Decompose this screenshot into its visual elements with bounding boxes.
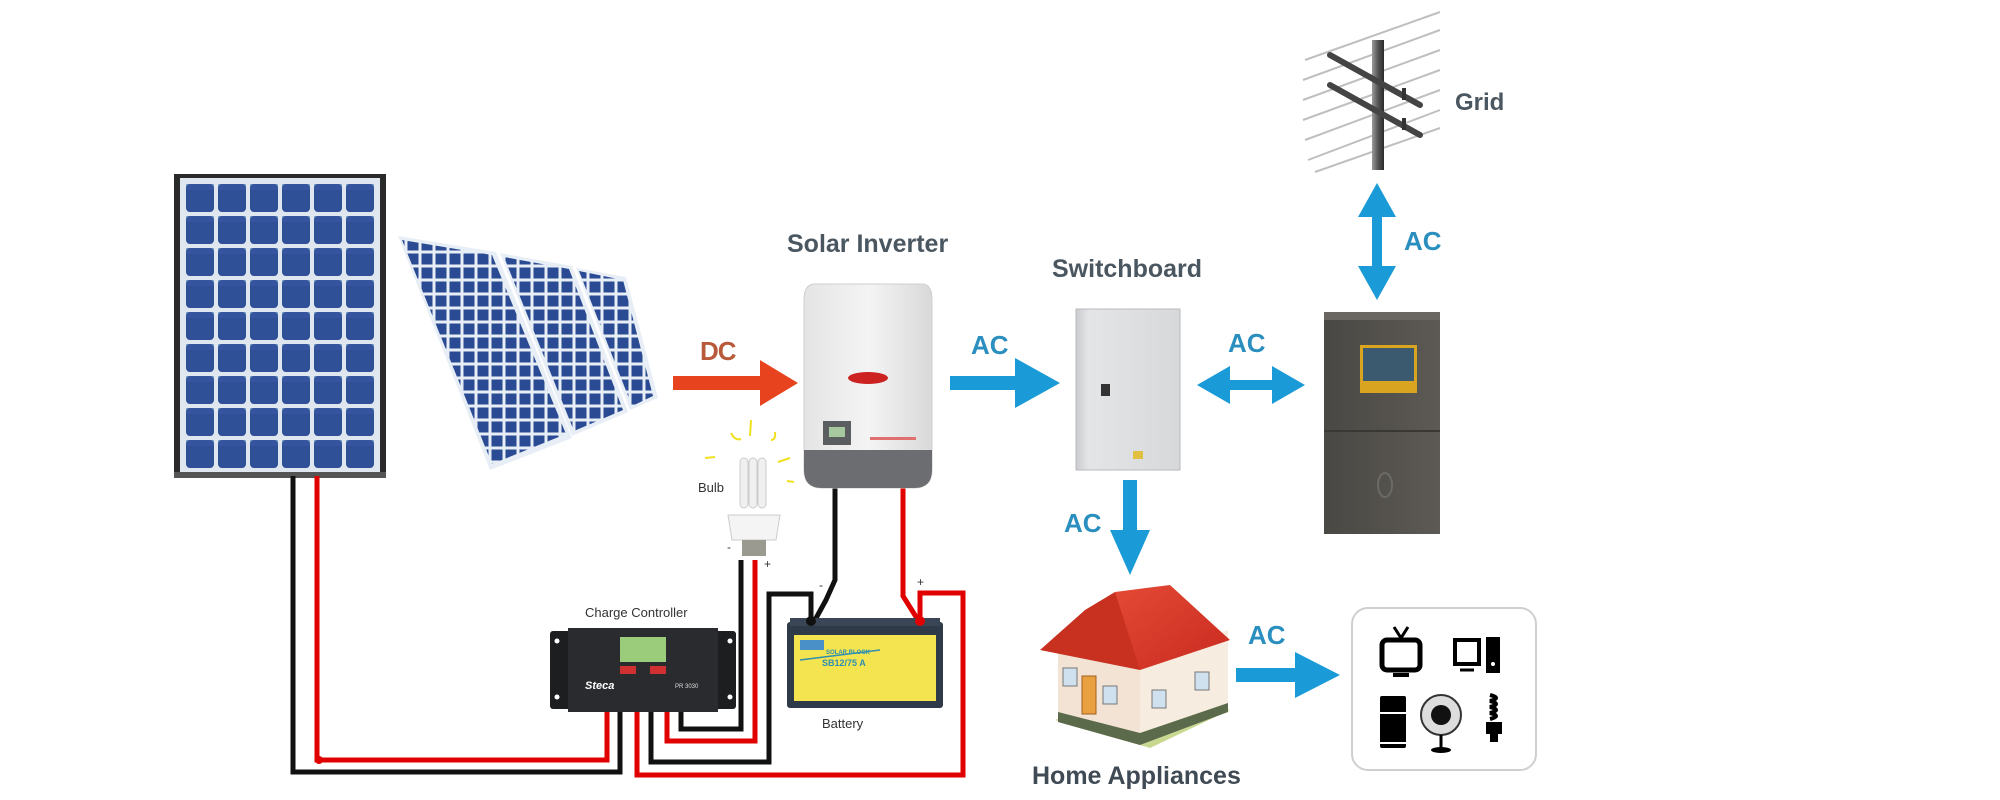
grid-label: Grid (1455, 89, 1505, 116)
bulb-minus-label: - (727, 540, 731, 554)
ac-label-switchboard-home: AC (1064, 508, 1102, 538)
wire-bulb-positive (664, 560, 758, 744)
wire-inverter-negative (812, 488, 838, 622)
controller-display (620, 637, 666, 662)
ac-arrow-switchboard-meter (1197, 366, 1305, 404)
fridge-icon (1380, 696, 1406, 748)
bulb-label: Bulb (698, 480, 725, 495)
wire-panel-negative (290, 476, 623, 775)
solar-inverter-label: Solar Inverter (787, 230, 949, 258)
dc-label: DC (700, 336, 737, 366)
ac-arrow-home-appliances (1236, 652, 1340, 698)
battery-label: Battery (822, 716, 864, 731)
bulb-plus-label: + (764, 557, 772, 571)
bulb-device (704, 419, 795, 556)
solar-panel-single (174, 174, 386, 478)
wiring (290, 476, 966, 778)
dc-arrow (673, 360, 798, 406)
tv-icon (1379, 626, 1423, 677)
meter-device (1324, 312, 1440, 534)
computer-icon (1453, 637, 1500, 673)
ac-label-inverter-switchboard: AC (971, 330, 1009, 360)
solar-panel-array (398, 236, 658, 470)
charge-controller-label: Charge Controller (585, 605, 688, 620)
wire-battery-negative (648, 591, 814, 765)
controller-brand: Steca (585, 680, 615, 692)
wire-inverter-positive (900, 488, 921, 622)
charge-controller-device (550, 628, 736, 712)
battery-minus-label: - (819, 578, 823, 592)
ac-label-meter-grid: AC (1404, 226, 1442, 256)
home-appliances-label: Home Appliances (1032, 762, 1241, 790)
wire-bulb-negative (678, 560, 744, 732)
wire-panel-positive (314, 476, 610, 763)
cfl-bulb-icon (1486, 693, 1502, 742)
house-icon (1040, 585, 1230, 748)
battery-product-line: SOLAR BLOCK (826, 650, 870, 656)
battery-model: SB12/75 A (822, 658, 866, 668)
battery-device (787, 616, 943, 708)
switchboard-label: Switchboard (1052, 255, 1203, 283)
controller-model: PR 3030 (675, 684, 699, 690)
switchboard-device (1075, 308, 1181, 471)
wire-battery-positive (634, 590, 966, 778)
ac-arrow-inverter-switchboard (950, 358, 1060, 408)
ac-label-switchboard-meter: AC (1228, 328, 1266, 358)
appliances-box (1351, 607, 1537, 771)
fan-icon (1420, 694, 1462, 753)
battery-plus-label: + (917, 575, 925, 589)
ac-label-home-appliances: AC (1248, 620, 1286, 650)
ac-arrow-meter-grid (1358, 183, 1396, 300)
ac-arrow-switchboard-home (1110, 480, 1150, 575)
solar-inverter-device (803, 283, 933, 489)
grid-pole-icon (1302, 11, 1441, 173)
inverter-brand-logo (848, 372, 888, 384)
